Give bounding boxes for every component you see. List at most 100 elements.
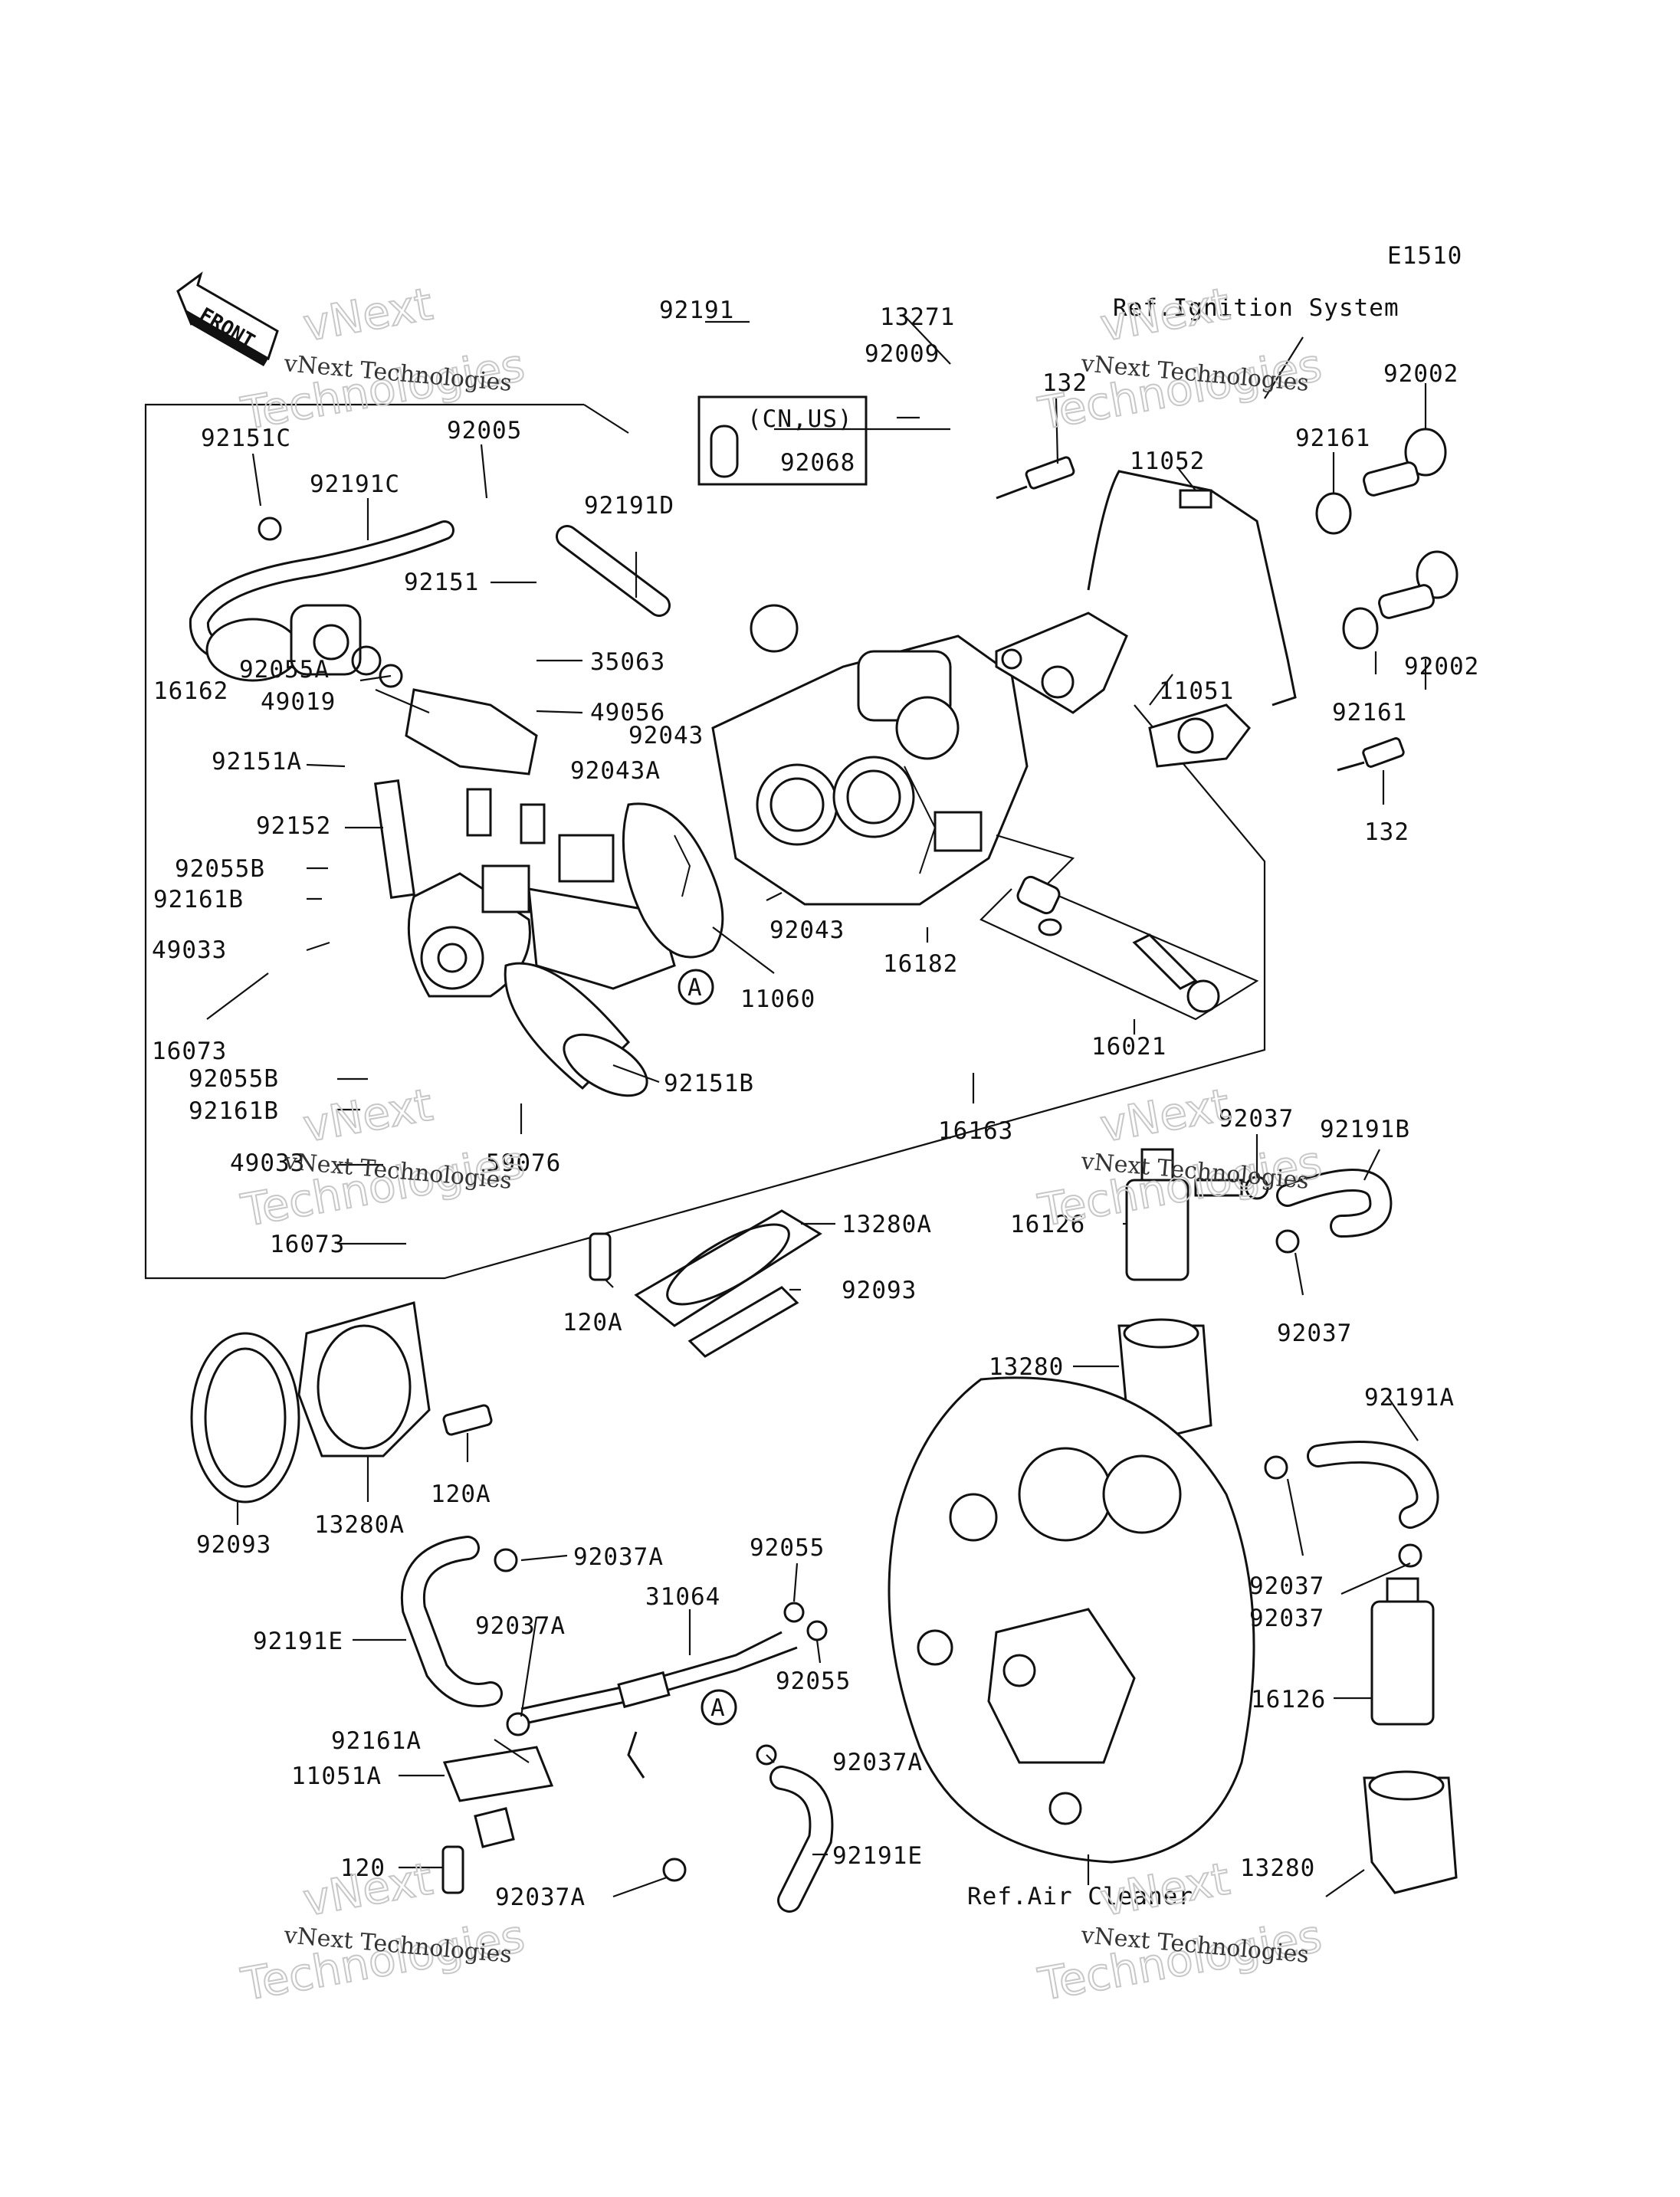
part-label-49056: 49056 — [590, 699, 665, 726]
pipe-31064 — [520, 1631, 798, 1779]
bolt-132-bottom — [1337, 737, 1405, 772]
plate-13280A-left — [297, 1301, 431, 1458]
bolt-120A-center — [589, 1232, 612, 1281]
part-label-16021: 16021 — [1091, 1033, 1166, 1061]
callout-a-upper-letter: A — [687, 974, 703, 1002]
part-label-11052: 11052 — [1130, 448, 1205, 475]
part-label-92037A-bottom: 92037A — [495, 1884, 586, 1911]
gasket-11060 — [622, 802, 724, 959]
part-label-92191E-right: 92191E — [832, 1842, 923, 1870]
plate-13280A-center — [634, 1209, 822, 1327]
bracket-11051A — [442, 1746, 554, 1848]
part-label-92037A-right: 92037A — [832, 1749, 923, 1776]
svg-text:vNext: vNext — [1097, 1852, 1234, 1926]
holder-13280-bottom — [1363, 1770, 1458, 1894]
air-cleaner-base — [888, 1376, 1255, 1864]
part-label-92037-mid: 92037 — [1277, 1320, 1352, 1347]
part-label-92055-top: 92055 — [750, 1534, 825, 1562]
part-label-92037A-mid: 92037A — [475, 1612, 566, 1640]
part-label-11051A: 11051A — [291, 1763, 382, 1790]
hose-92191A — [1307, 1441, 1439, 1529]
part-label-92191: 92191 — [659, 297, 734, 324]
part-label-92191D: 92191D — [584, 492, 674, 520]
part-label-11051: 11051 — [1159, 677, 1234, 705]
hose-92191D — [556, 525, 671, 617]
bolt-120-bottom — [441, 1845, 464, 1894]
clamp-92037-mid — [1264, 1455, 1422, 1568]
part-label-92002-top: 92002 — [1383, 360, 1459, 388]
hose-92191E-left — [400, 1536, 503, 1707]
gasket-92093-center — [687, 1286, 799, 1358]
part-label-92037-right2: 92037 — [1249, 1605, 1324, 1632]
svg-text:vNext: vNext — [1097, 277, 1234, 351]
part-label-120A: 120A — [563, 1309, 623, 1336]
part-label-120A-left: 120A — [431, 1481, 491, 1508]
part-label-132-bottom: 132 — [1364, 818, 1409, 846]
part-label-92191E-left: 92191E — [253, 1628, 343, 1655]
part-label-13271: 13271 — [880, 303, 955, 331]
watermark-top-left: vNext Technologies vNext Technologies — [237, 277, 530, 441]
part-label-35063: 35063 — [590, 648, 665, 676]
region-note: (CN,US) — [747, 405, 853, 433]
part-label-92055-bottom: 92055 — [776, 1667, 851, 1695]
fuel-rail — [374, 688, 676, 998]
part-label-132-top: 132 — [1042, 369, 1088, 397]
part-label-92191A: 92191A — [1364, 1384, 1455, 1412]
part-label-92055B: 92055B — [175, 855, 265, 883]
part-label-49033-top: 49033 — [152, 936, 227, 964]
part-label-49019: 49019 — [261, 688, 336, 716]
svg-text:vNext: vNext — [300, 277, 437, 351]
part-label-92161B-lower: 92161B — [189, 1097, 279, 1125]
part-label-13280-top: 13280 — [989, 1353, 1064, 1381]
part-label-92161B: 92161B — [153, 886, 244, 913]
fitting-92161-top — [1315, 492, 1352, 535]
part-label-16126-top: 16126 — [1010, 1211, 1085, 1238]
hose-92191B — [1276, 1169, 1393, 1238]
part-label-92151B: 92151B — [664, 1070, 754, 1097]
part-label-92043-mid: 92043 — [769, 917, 845, 944]
ref-ignition-system: Ref.Ignition System — [1113, 294, 1399, 322]
region-note-box: (CN,US) — [697, 395, 868, 486]
pressure-regulator — [205, 516, 403, 688]
part-label-92037-right1: 92037 — [1249, 1572, 1324, 1600]
callout-a-lower-letter: A — [710, 1694, 726, 1722]
leader-lines — [206, 313, 1427, 1898]
svg-text:vNext: vNext — [1097, 1078, 1234, 1152]
part-label-11060: 11060 — [740, 985, 815, 1013]
part-label-92043-top: 92043 — [628, 722, 704, 749]
hose-92191C — [189, 520, 454, 661]
part-label-49033-bottom: 49033 — [230, 1149, 305, 1177]
clamp-92037-top — [1245, 1176, 1300, 1254]
part-label-92005: 92005 — [447, 417, 522, 444]
svg-text:vNext: vNext — [300, 1852, 437, 1926]
hose-92191E-right — [769, 1766, 834, 1913]
part-label-16073-bottom: 16073 — [270, 1231, 345, 1258]
part-label-92009: 92009 — [865, 340, 940, 368]
fitting-92002-bottom — [1378, 550, 1459, 619]
part-label-31064: 31064 — [645, 1583, 720, 1611]
assembly-frame — [144, 403, 1266, 1280]
fuel-filter-16126-top — [1125, 1148, 1243, 1281]
fitting-92002-top — [1363, 428, 1447, 497]
part-label-92152: 92152 — [256, 812, 331, 840]
svg-text:vNext: vNext — [300, 1078, 437, 1152]
bolt-120A-left — [442, 1404, 493, 1436]
bolt-132-top — [996, 456, 1075, 500]
throttle-body — [711, 604, 1029, 906]
part-label-92043A: 92043A — [570, 757, 661, 785]
gasket-92093-left — [190, 1332, 300, 1503]
part-label-92191B: 92191B — [1320, 1116, 1410, 1143]
part-label-92151A: 92151A — [212, 748, 302, 776]
intake-joint — [504, 962, 648, 1097]
adjuster-16021 — [979, 834, 1259, 1021]
callout-a-lower: A — [701, 1689, 737, 1726]
part-label-92093-center: 92093 — [842, 1277, 917, 1304]
front-arrow-icon: FRONT — [176, 271, 279, 366]
part-label-59076: 59076 — [486, 1149, 561, 1177]
part-label-92002-bottom: 92002 — [1404, 653, 1479, 680]
orings-92055 — [783, 1602, 828, 1641]
lever-11051 — [1148, 703, 1251, 768]
part-label-92055B-lower: 92055B — [189, 1065, 279, 1093]
fuel-filter-16126-bottom — [1370, 1577, 1435, 1726]
